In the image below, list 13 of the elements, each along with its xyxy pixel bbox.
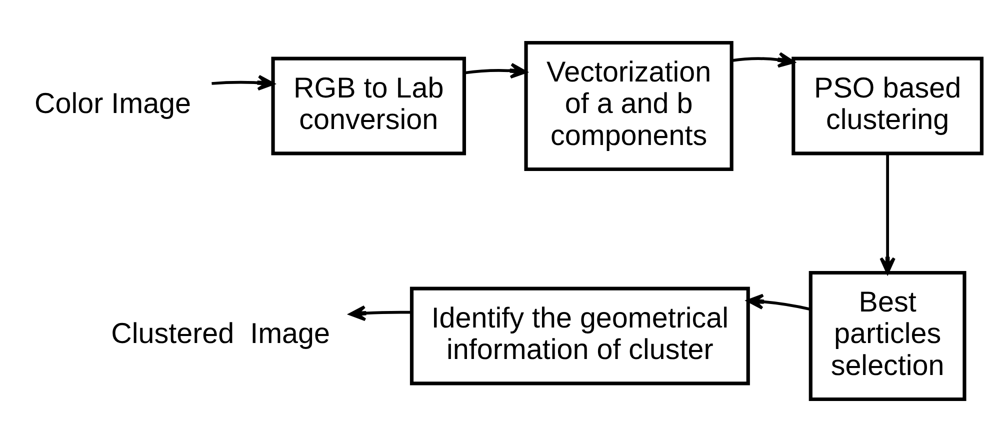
node-box: Vectorization of a and b components <box>524 40 734 171</box>
node-box: Identify the geometrical information of cluster <box>410 286 750 385</box>
arrow <box>464 62 528 78</box>
arrow <box>348 304 412 321</box>
node-box: Best particles selection <box>808 270 966 401</box>
node-text: Clustered Image <box>111 318 330 350</box>
node-text: Color Image <box>34 88 192 120</box>
arrow <box>880 153 896 274</box>
arrow <box>212 74 274 90</box>
arrow <box>732 51 795 68</box>
arrow <box>746 293 811 310</box>
node-box: PSO based clustering <box>792 56 984 155</box>
node-box: RGB to Lab conversion <box>271 56 466 155</box>
